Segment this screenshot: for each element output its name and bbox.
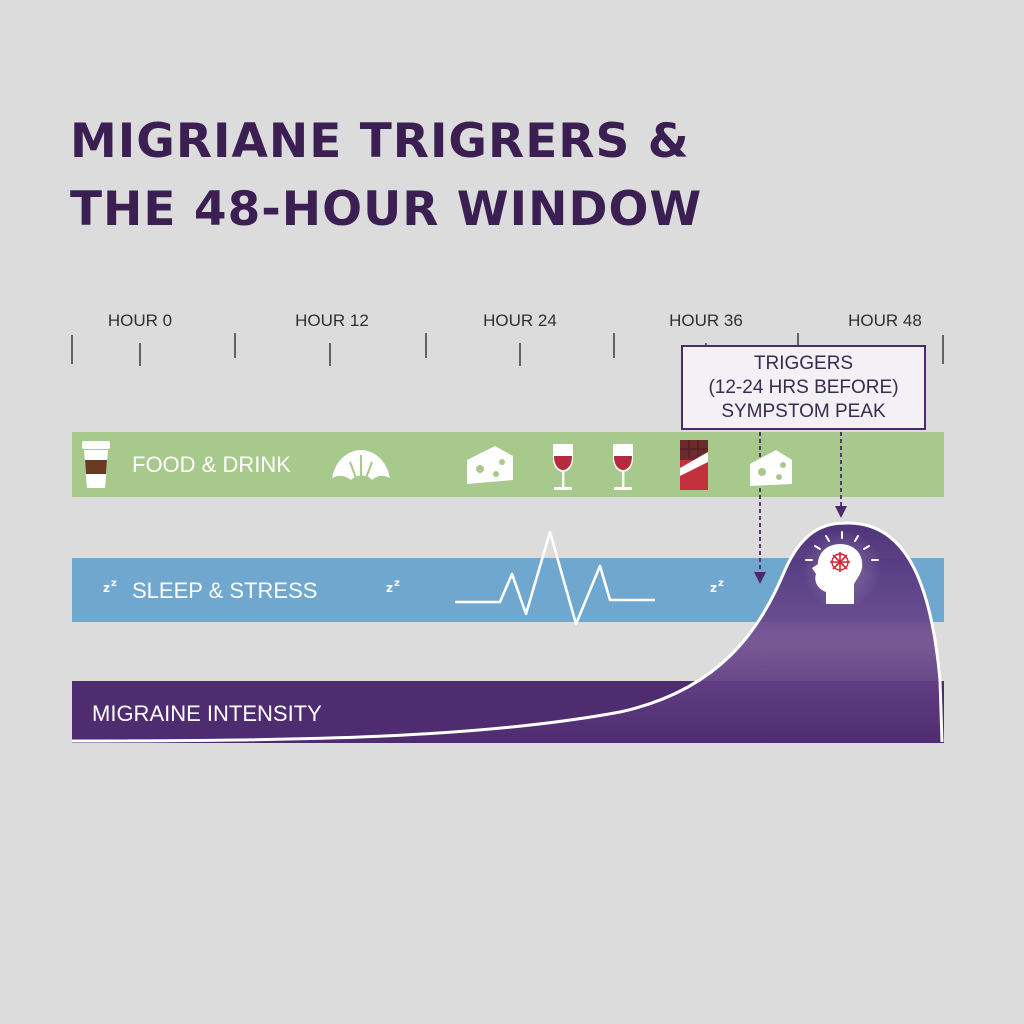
coffee-cup-icon	[82, 441, 110, 488]
croissant-icon	[332, 450, 390, 480]
svg-text:z: z	[710, 581, 717, 595]
moon-zz-icon: z z	[83, 573, 117, 608]
timeline-label-hour-24: HOUR 24	[483, 311, 557, 330]
red-wine-glass-icon	[553, 444, 573, 490]
timeline-label-hour-0: HOUR 0	[107, 311, 173, 330]
moon-zz-icon: z z	[367, 573, 400, 608]
heartbeat-line-icon	[455, 530, 655, 626]
svg-text:z: z	[111, 578, 117, 589]
red-wine-glass-icon	[613, 444, 633, 490]
callout-line-1: TRIGGERS	[753, 352, 854, 374]
trigger-callout-box: TRIGGERS (12-24 HRS BEFORE) SYMPSTOM PEA…	[681, 345, 926, 430]
migraine-intensity-curve-area	[72, 523, 943, 742]
page-title: MIGRIANE TRIGRERS & THE 48-HOUR WINDOW	[70, 108, 702, 244]
svg-text:z: z	[103, 581, 110, 595]
chocolate-bar-icon	[680, 440, 708, 490]
timeline-label-hour-36: HOUR 36	[669, 311, 743, 330]
svg-text:z: z	[718, 578, 724, 589]
food-drink-label: FOOD & DRINK	[132, 452, 291, 477]
migraine-intensity-curve-line	[71, 521, 944, 743]
svg-text:z: z	[386, 581, 393, 595]
svg-text:z: z	[394, 578, 400, 589]
cheese-icon	[467, 446, 513, 484]
callout-line-2: (12-24 HRS BEFORE)	[708, 376, 899, 398]
cheese-icon	[750, 450, 792, 486]
title-line-1: MIGRIANE TRIGRERS &	[70, 114, 690, 169]
callout-arrow-left	[754, 432, 766, 584]
callout-line-3: SYMPSTOM PEAK	[721, 400, 886, 422]
sleep-stress-label: SLEEP & STRESS	[132, 578, 318, 603]
head-pain-burst-icon	[802, 530, 882, 610]
timeline-label-hour-12: HOUR 12	[295, 311, 369, 330]
callout-arrow-right	[835, 432, 847, 518]
timeline-label-hour-48: HOUR 48	[848, 311, 922, 330]
title-line-2: THE 48-HOUR WINDOW	[70, 182, 703, 237]
moon-zz-icon: z z	[691, 573, 724, 608]
migraine-intensity-label: MIGRAINE INTENSITY	[92, 701, 322, 726]
